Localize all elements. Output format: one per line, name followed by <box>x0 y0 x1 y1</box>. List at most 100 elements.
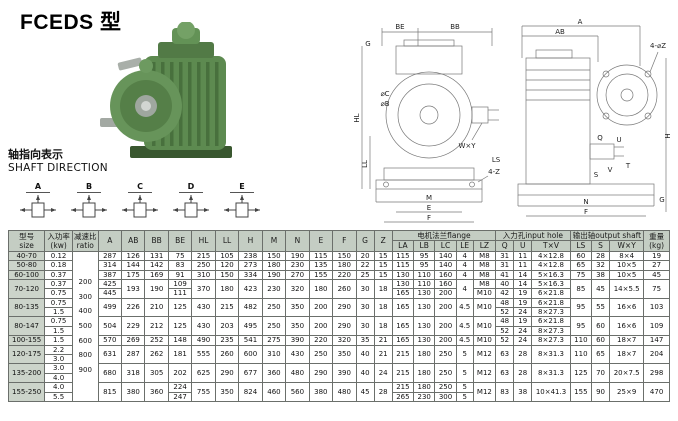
spec-header-cell: LL <box>214 230 240 252</box>
spec-cell: 250 <box>434 363 457 384</box>
spec-cell: 19 <box>513 297 533 309</box>
spec-cell: 28 <box>513 344 533 365</box>
dim-label-4dz: 4-⌀Z <box>650 42 666 50</box>
spec-cell: 27 <box>643 260 670 271</box>
spec-cell: 31 <box>495 260 515 271</box>
spec-header-cell: T×V <box>531 240 571 252</box>
spec-cell: 200 <box>434 288 457 299</box>
dim-label-ab: AB <box>555 28 565 36</box>
spec-cell: 625 <box>191 363 216 384</box>
spec-cell: 75 <box>167 250 193 262</box>
spec-cell: 290 <box>332 297 357 318</box>
shaft-direction-diagram: B <box>67 174 111 231</box>
spec-cell: 229 <box>120 316 146 337</box>
spec-cell: 38 <box>590 269 611 280</box>
spec-cell: 10×41.3 <box>531 382 571 402</box>
spec-cell: 310 <box>191 269 216 280</box>
spec-cell: 230 <box>261 278 287 299</box>
spec-cell: 215 <box>191 250 216 262</box>
spec-cell: 260 <box>332 278 357 299</box>
shaft-direction-caption: 轴指向表示 SHAFT DIRECTION <box>8 148 108 175</box>
spec-header-cell: LS <box>569 240 593 252</box>
spec-cell: 482 <box>238 297 263 318</box>
spec-cell: 120 <box>214 260 240 271</box>
spec-cell: 180 <box>308 278 334 299</box>
spec-cell: 130 <box>391 278 415 290</box>
spec-cell: 40 <box>495 278 515 290</box>
spec-cell: 235 <box>214 335 240 346</box>
spec-cell: 4 <box>455 269 474 280</box>
dim-label-ll: LL <box>361 160 369 168</box>
spec-cell: 200 <box>434 297 457 318</box>
spec-header-cell: H <box>238 230 263 252</box>
spec-cell: 110 <box>569 335 593 346</box>
dim-label-u: U <box>616 136 621 144</box>
spec-cell: 499 <box>97 297 122 318</box>
spec-cell: 5 <box>455 382 474 393</box>
spec-cell: 28 <box>513 363 533 384</box>
spec-cell: 52 <box>495 335 515 346</box>
dim-label-wy: W×Y <box>458 142 476 150</box>
spec-cell: 215 <box>391 363 415 384</box>
spec-cell: 155 <box>569 382 593 402</box>
spec-cell: 100-155 <box>7 335 46 346</box>
spec-cell: 390 <box>332 363 357 384</box>
spec-cell: 180 <box>261 260 287 271</box>
direction-sketch-icon <box>224 195 260 218</box>
spec-cell: 6×21.8 <box>531 316 571 327</box>
dim-label-e: E <box>427 204 431 212</box>
spec-cell: M8 <box>472 278 497 290</box>
spec-cell: 125 <box>167 297 193 318</box>
spec-cell: 210 <box>144 297 169 318</box>
spec-cell: 20×7.5 <box>609 363 645 384</box>
spec-cell: 287 <box>97 250 122 262</box>
dim-label-db: ⌀B <box>380 100 389 108</box>
spec-cell: 111 <box>167 288 193 299</box>
spec-cell: 60 <box>590 335 611 346</box>
spec-cell: 1.5 <box>44 307 73 318</box>
spec-cell: 85 <box>569 278 593 299</box>
spec-cell: 252 <box>144 335 169 346</box>
spec-cell: 260 <box>214 344 240 365</box>
spec-cell: M12 <box>472 344 497 365</box>
spec-cell: 0.75 <box>44 288 73 299</box>
spec-cell: 250 <box>261 316 287 337</box>
spec-cell: 334 <box>238 269 263 280</box>
spec-cell: 290 <box>308 363 334 384</box>
spec-cell: 190 <box>261 269 287 280</box>
dim-label-bb: BB <box>450 23 460 31</box>
spec-cell: 35 <box>355 335 375 346</box>
spec-cell: 175 <box>120 269 146 280</box>
spec-cell: 8×27.3 <box>531 335 571 346</box>
spec-cell: 10×5 <box>609 269 645 280</box>
spec-header-cell: 电机法兰flange <box>391 229 497 242</box>
dim-label-ls: LS <box>492 156 501 164</box>
spec-header-cell: BB <box>144 230 169 252</box>
spec-cell: 4.5 <box>455 316 474 337</box>
spec-cell: 28 <box>590 250 611 262</box>
direction-label: C <box>128 182 152 193</box>
spec-cell: 8×4 <box>609 250 645 262</box>
spec-cell: 180 <box>413 363 436 384</box>
spec-cell: 15 <box>373 260 393 271</box>
spec-cell: 83 <box>495 382 515 402</box>
spec-cell: 275 <box>261 335 287 346</box>
spec-cell: 30 <box>355 316 375 337</box>
spec-cell: 130 <box>413 335 436 346</box>
spec-cell: 250 <box>261 297 287 318</box>
spec-cell: 91 <box>167 269 193 280</box>
spec-cell: 10×5 <box>609 260 645 271</box>
spec-cell: 4.5 <box>455 297 474 318</box>
spec-cell: 180 <box>214 278 240 299</box>
dim-label-m: M <box>426 194 432 202</box>
spec-cell: 250 <box>191 260 216 271</box>
spec-cell: 30 <box>355 297 375 318</box>
spec-cell: 445 <box>97 288 122 299</box>
spec-cell: 52 <box>495 325 515 337</box>
dim-label-g: G <box>365 40 370 48</box>
spec-cell: 423 <box>238 278 263 299</box>
spec-cell: M10 <box>472 316 497 337</box>
